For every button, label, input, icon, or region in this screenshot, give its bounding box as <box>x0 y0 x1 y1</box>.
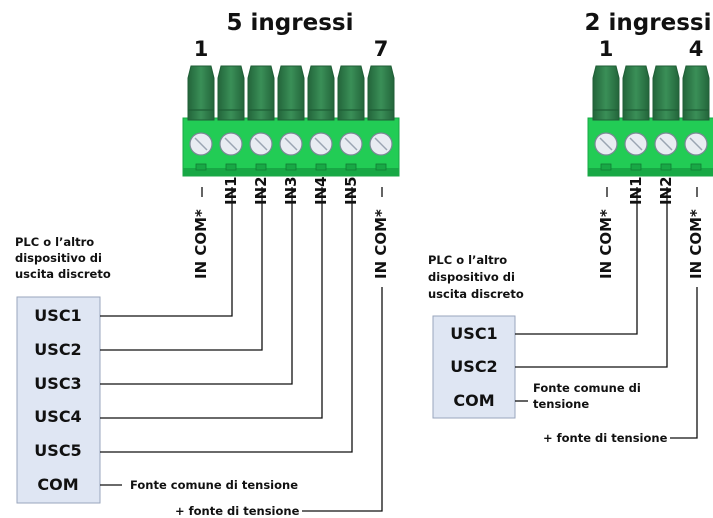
right-plus-source-note: + fonte di tensione <box>543 431 668 445</box>
left-plug-3 <box>247 65 275 121</box>
left-plug-5 <box>307 65 335 121</box>
left-device-title-line-2: dispositivo di <box>15 251 102 265</box>
right-pin-label-2: IN1 <box>627 176 645 205</box>
left-wire-slot-1 <box>195 163 207 171</box>
left-diagram: 5 ingressi 1 7 IN COM* IN1 IN2 IN3 IN4 I… <box>15 10 400 518</box>
left-output-usc4: USC4 <box>34 407 81 426</box>
left-screw-slot-5 <box>314 137 328 151</box>
left-screw-slot-7 <box>374 137 388 151</box>
right-common-source-note-line-2: tensione <box>533 397 589 411</box>
right-screw-slot-1 <box>599 137 613 151</box>
left-plug-2 <box>217 65 245 121</box>
left-wire-usc1 <box>100 187 233 317</box>
left-wire-slot-6 <box>345 163 357 171</box>
left-pin-label-6: IN5 <box>342 176 360 205</box>
right-connector-base <box>588 168 713 176</box>
left-plug-1 <box>187 65 215 121</box>
right-pin-label-1: IN COM* <box>597 209 615 279</box>
right-wire-usc2 <box>515 187 668 368</box>
left-wire-slot-4 <box>285 163 297 171</box>
right-plug-2 <box>622 65 650 121</box>
left-pin-label-3: IN2 <box>252 176 270 205</box>
left-wire-usc3 <box>100 187 293 385</box>
left-pin-label-2: IN1 <box>222 176 240 205</box>
left-screw-slot-2 <box>224 137 238 151</box>
left-wire-slot-5 <box>315 163 327 171</box>
right-wire-plus-source <box>670 287 698 439</box>
right-pin-label-3: IN2 <box>657 176 675 205</box>
left-wire-usc4 <box>100 187 323 419</box>
right-screw-slot-2 <box>629 137 643 151</box>
left-output-usc5: USC5 <box>34 441 81 460</box>
right-wire-slot-2 <box>630 163 642 171</box>
left-pin-label-7: IN COM* <box>372 209 390 279</box>
left-screw-slot-3 <box>254 137 268 151</box>
right-pin-label-4: IN COM* <box>687 209 705 279</box>
right-output-usc1: USC1 <box>450 324 497 343</box>
right-device-box <box>432 315 516 419</box>
left-common-source-note: Fonte comune di tensione <box>130 478 298 492</box>
left-output-usc1: USC1 <box>34 306 81 325</box>
left-plus-source-note: + fonte di tensione <box>175 504 300 518</box>
left-plug-7 <box>367 65 395 121</box>
right-device-title-line-2: dispositivo di <box>428 270 515 284</box>
right-wire-usc1 <box>515 187 638 335</box>
right-wire-slot-1 <box>600 163 612 171</box>
right-title: 2 ingressi <box>585 10 712 36</box>
right-diagram: 2 ingressi 1 4 IN COM* IN1 IN2 IN COM* P… <box>428 10 713 445</box>
left-connector-base <box>183 168 399 176</box>
left-screw-slot-4 <box>284 137 298 151</box>
right-screw-slot-3 <box>659 137 673 151</box>
left-wire-slot-2 <box>225 163 237 171</box>
left-title: 5 ingressi <box>227 10 354 36</box>
right-plug-4 <box>682 65 710 121</box>
left-plug-6 <box>337 65 365 121</box>
right-wire-slot-4 <box>690 163 702 171</box>
left-plug-4 <box>277 65 305 121</box>
left-wire-slot-3 <box>255 163 267 171</box>
left-device-box <box>16 296 101 504</box>
left-screw-slot-6 <box>344 137 358 151</box>
right-device-title-line-1: PLC o l’altro <box>428 253 507 267</box>
left-wire-plus-source <box>302 287 383 512</box>
left-output-usc3: USC3 <box>34 374 81 393</box>
right-common-source-note-line-1: Fonte comune di <box>533 381 641 395</box>
right-output-com: COM <box>453 391 494 410</box>
left-pin-label-1: IN COM* <box>192 209 210 279</box>
left-screw-slot-1 <box>194 137 208 151</box>
left-terminal-block-connector <box>182 65 400 177</box>
left-device-title-line-1: PLC o l’altro <box>15 235 94 249</box>
left-output-com: COM <box>37 475 78 494</box>
left-last-pin-number: 7 <box>374 37 389 61</box>
left-wire-usc2 <box>100 187 263 351</box>
left-pin-label-5: IN4 <box>312 176 330 205</box>
left-first-pin-number: 1 <box>194 37 209 61</box>
right-device-title-line-3: uscita discreto <box>428 287 524 301</box>
left-wire-usc5 <box>100 187 353 453</box>
right-terminal-block-connector <box>587 65 713 177</box>
right-screw-slot-4 <box>689 137 703 151</box>
right-plug-3 <box>652 65 680 121</box>
right-output-usc2: USC2 <box>450 357 497 376</box>
right-plug-1 <box>592 65 620 121</box>
left-output-usc2: USC2 <box>34 340 81 359</box>
left-wire-slot-7 <box>375 163 387 171</box>
left-pin-label-4: IN3 <box>282 176 300 205</box>
right-last-pin-number: 4 <box>689 37 704 61</box>
right-first-pin-number: 1 <box>599 37 614 61</box>
right-wire-slot-3 <box>660 163 672 171</box>
left-device-title-line-3: uscita discreto <box>15 267 111 281</box>
